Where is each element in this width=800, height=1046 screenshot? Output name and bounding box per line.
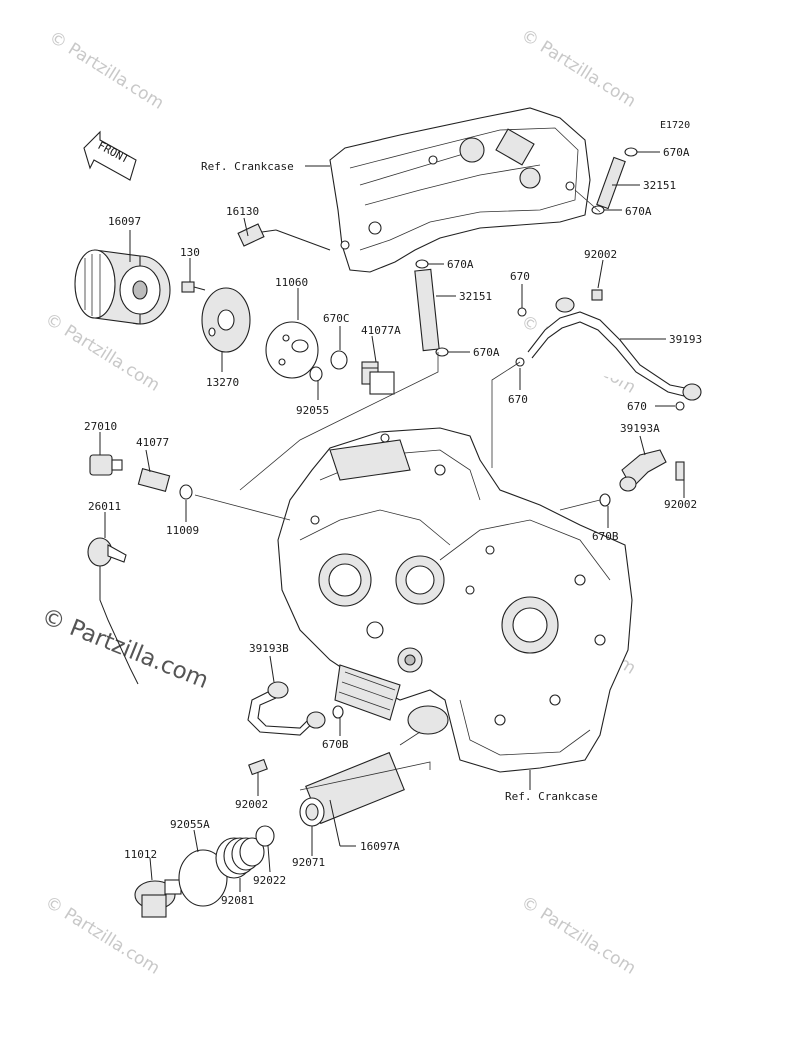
part-label-11060: 11060 bbox=[275, 276, 308, 289]
part-label-16130: 16130 bbox=[226, 205, 259, 218]
drain-plug-part-11012 bbox=[134, 879, 182, 918]
diagram-id-code: E1720 bbox=[660, 120, 690, 131]
pipe-part-32151-upper bbox=[591, 147, 638, 215]
part-label-13270: 13270 bbox=[206, 376, 239, 389]
watermark-text: © Partzilla.com bbox=[517, 892, 639, 978]
oil-screen-part-16097a bbox=[299, 705, 449, 827]
oil-filter-part-16097 bbox=[74, 249, 171, 325]
part-label-92055a: 92055A bbox=[170, 818, 210, 831]
part-label-92002-right: 92002 bbox=[664, 498, 697, 511]
watermark-top-left: © Partzilla.com bbox=[45, 27, 167, 113]
part-label-670a-lower: 670A bbox=[473, 346, 500, 359]
part-label-26011: 26011 bbox=[88, 500, 121, 513]
part-label-670-lower: 670 bbox=[508, 393, 528, 406]
o-ring-part-92055a bbox=[178, 849, 228, 907]
plate-part-11060 bbox=[265, 321, 319, 379]
washer-part-11009 bbox=[179, 484, 193, 500]
part-label-92081: 92081 bbox=[221, 894, 254, 907]
part-label-27010: 27010 bbox=[84, 420, 117, 433]
o-ring-part-670c bbox=[330, 350, 348, 370]
part-label-41077a: 41077A bbox=[361, 324, 401, 337]
part-label-92022: 92022 bbox=[253, 874, 286, 887]
part-label-670-right: 670 bbox=[627, 400, 647, 413]
part-label-670-upper: 670 bbox=[510, 270, 530, 283]
watermark-large: © Partzilla.com bbox=[38, 603, 212, 694]
part-label-130: 130 bbox=[180, 246, 200, 259]
watermark-top-right: © Partzilla.com bbox=[517, 25, 639, 111]
part-label-670a-top: 670A bbox=[663, 146, 690, 159]
washer-part-92022 bbox=[255, 825, 275, 847]
watermark-large-text: © Partzilla.com bbox=[38, 603, 212, 694]
part-label-16097a: 16097A bbox=[360, 840, 400, 853]
watermark-text: © Partzilla.com bbox=[45, 27, 167, 113]
part-label-39193a: 39193A bbox=[620, 422, 660, 435]
fitting-part-16130 bbox=[237, 223, 331, 251]
watermark-text: © Partzilla.com bbox=[517, 25, 639, 111]
plug-part-41077 bbox=[137, 467, 171, 493]
part-label-670b-left: 670B bbox=[322, 738, 349, 751]
part-label-92002-lower: 92002 bbox=[235, 798, 268, 811]
part-label-32151-top: 32151 bbox=[643, 179, 676, 192]
part-label-670b-right: 670B bbox=[592, 530, 619, 543]
part-label-92002-upper: 92002 bbox=[584, 248, 617, 261]
part-label-16097: 16097 bbox=[108, 215, 141, 228]
plate-part-13270 bbox=[201, 287, 251, 353]
part-label-32151-mid: 32151 bbox=[459, 290, 492, 303]
lower-crankcase-drawing bbox=[277, 427, 633, 773]
part-label-670a-upper: 670A bbox=[625, 205, 652, 218]
bolt-part-130 bbox=[181, 281, 206, 293]
front-arrow-icon: FRONT bbox=[83, 130, 137, 181]
ref-label-crankcase-upper: Ref. Crankcase bbox=[201, 160, 294, 173]
part-label-11012: 11012 bbox=[124, 848, 157, 861]
part-label-670a-mid: 670A bbox=[447, 258, 474, 271]
oil-pipe-part-39193 bbox=[515, 289, 702, 411]
part-label-39193b: 39193B bbox=[249, 642, 289, 655]
oil-pipe-part-39193a bbox=[599, 449, 685, 507]
switch-part-26011 bbox=[87, 537, 139, 685]
part-label-92071: 92071 bbox=[292, 856, 325, 869]
oil-pipe-part-39193b bbox=[247, 681, 344, 776]
watermark-bottom-right: © Partzilla.com bbox=[517, 892, 639, 978]
upper-crankcase-drawing bbox=[329, 107, 591, 273]
part-label-670c: 670C bbox=[323, 312, 350, 325]
o-ring-part-92055 bbox=[309, 366, 323, 382]
relief-valve-part-41077a bbox=[361, 361, 395, 395]
part-label-11009: 11009 bbox=[166, 524, 199, 537]
part-label-39193: 39193 bbox=[669, 333, 702, 346]
pipe-part-32151-middle bbox=[414, 259, 449, 357]
ref-label-crankcase-lower: Ref. Crankcase bbox=[505, 790, 598, 803]
part-label-41077: 41077 bbox=[136, 436, 169, 449]
spring-part-92081 bbox=[215, 837, 265, 879]
part-label-92055: 92055 bbox=[296, 404, 329, 417]
leader-lines bbox=[99, 151, 685, 892]
pressure-switch-part-27010 bbox=[89, 454, 123, 476]
